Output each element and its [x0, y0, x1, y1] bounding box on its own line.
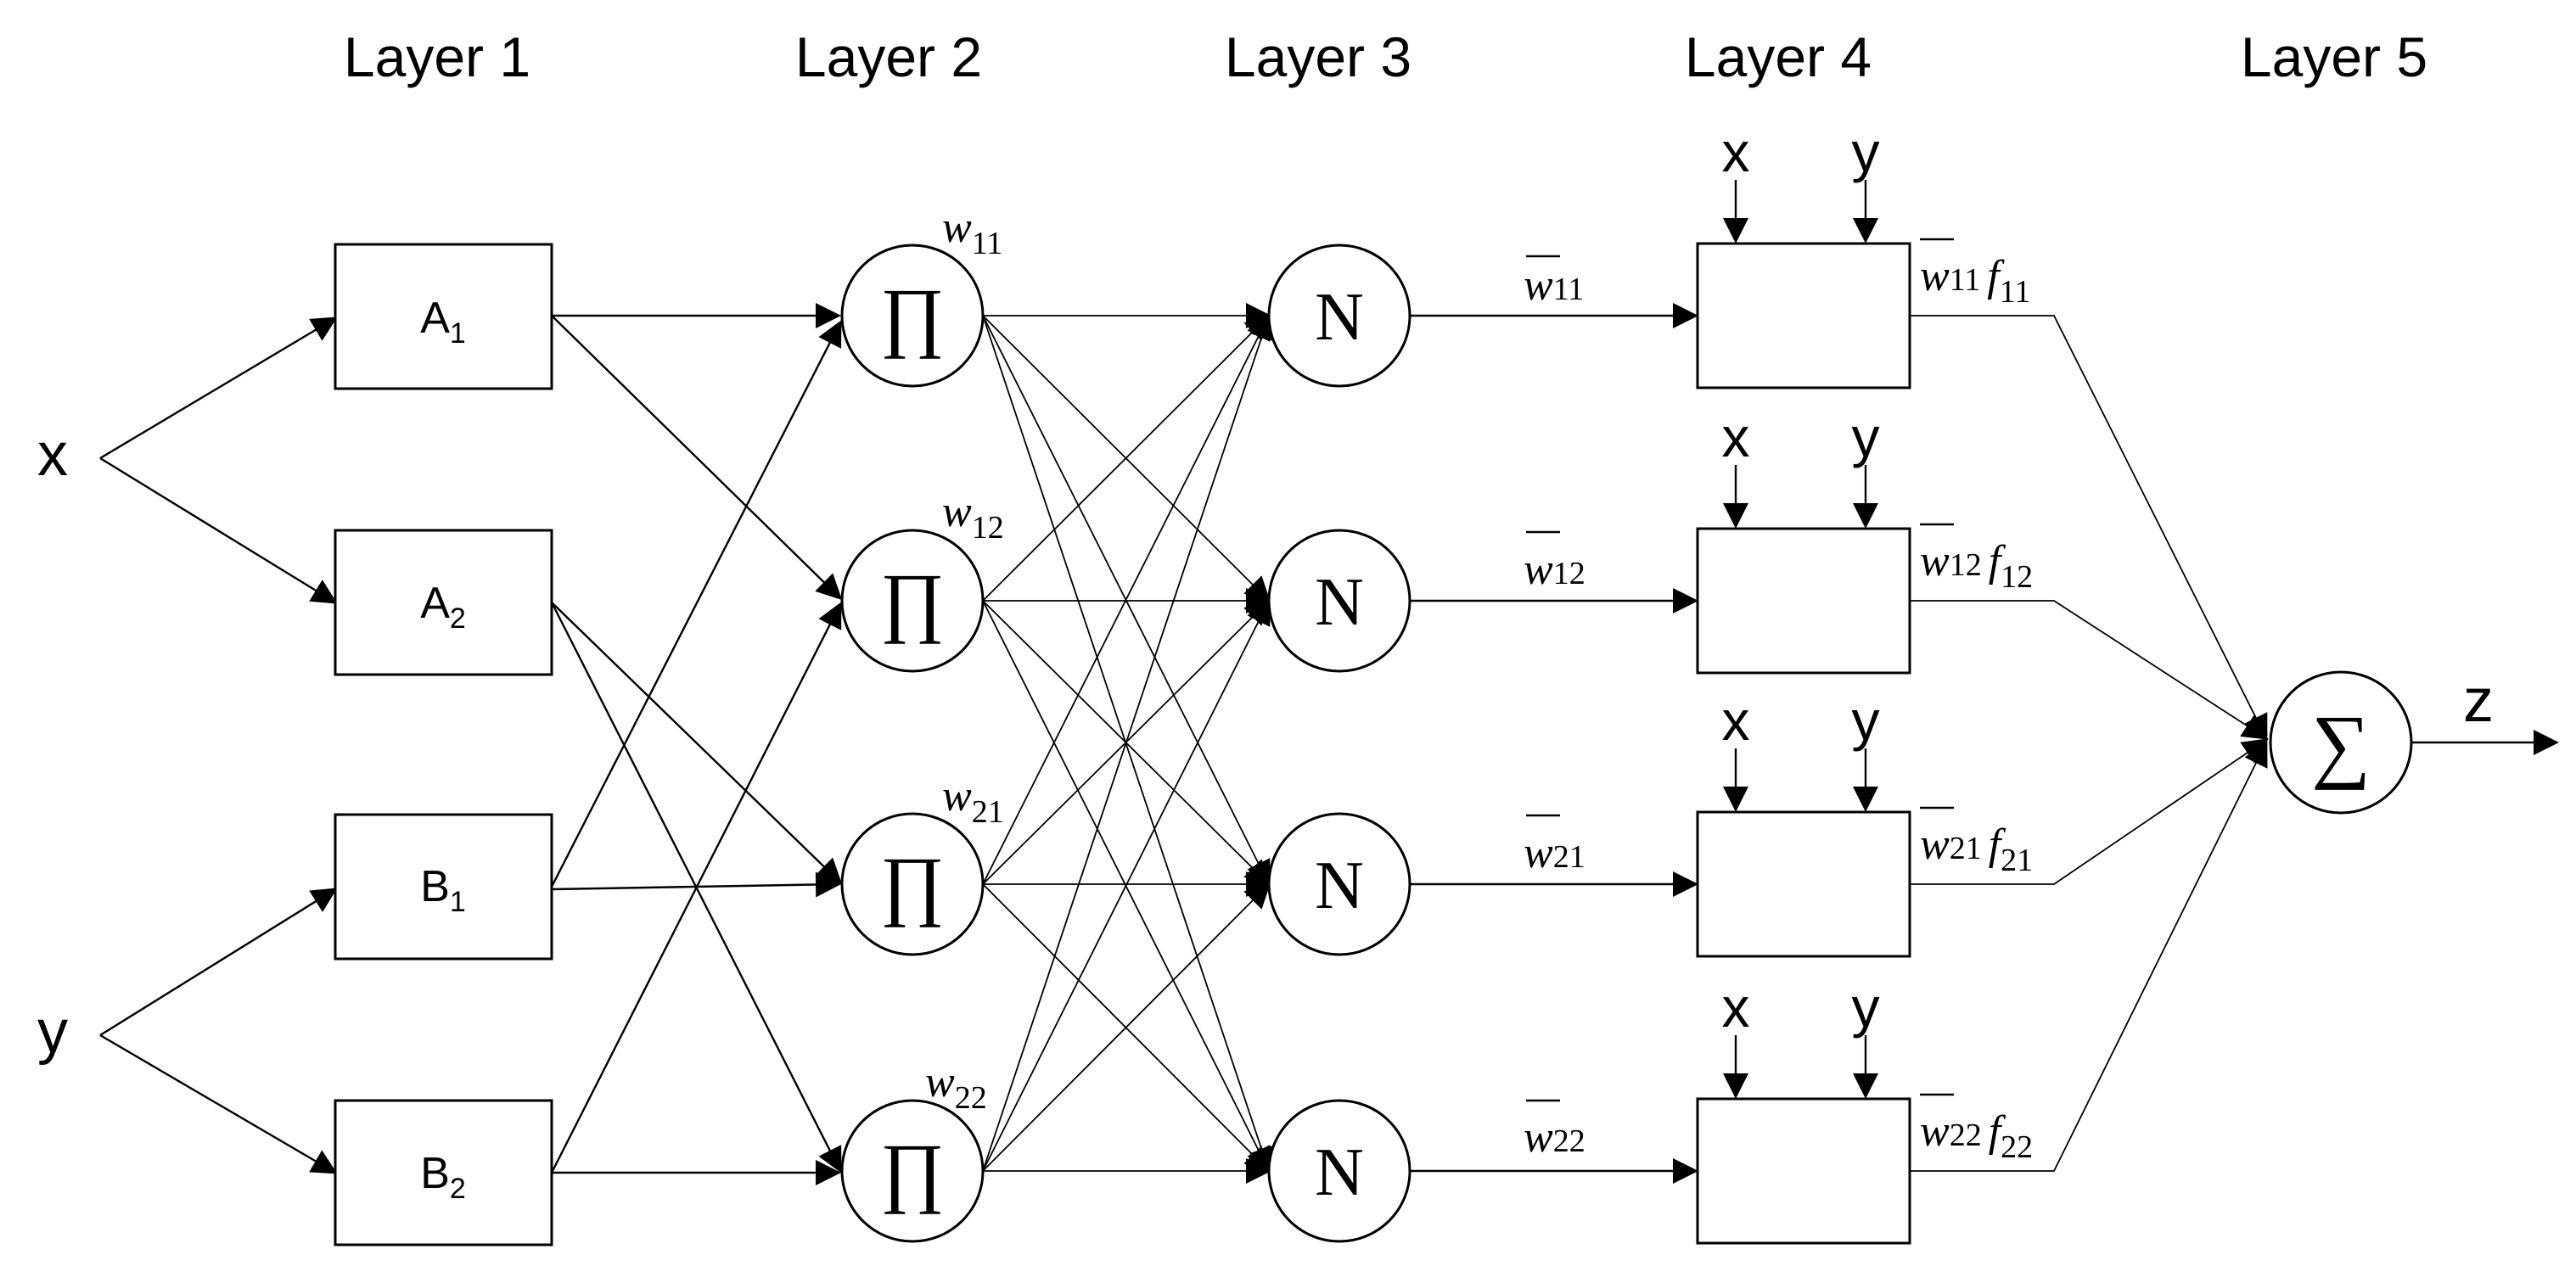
mesh-edge: [982, 313, 1274, 1172]
weight-label-22: w22: [925, 1058, 987, 1116]
output-z-label: z: [2463, 667, 2494, 735]
normalize-symbol: N: [1315, 565, 1364, 640]
product-node-11: ∏: [840, 244, 985, 388]
normalize-symbol: N: [1315, 849, 1364, 923]
layer-1-heading: Layer 1: [344, 25, 530, 88]
node-a1: A1: [334, 243, 553, 390]
node-a1-label: A: [420, 294, 450, 343]
svg-text:B2: B2: [420, 1149, 466, 1205]
node-b1: B1: [334, 813, 553, 961]
node-a2-subscript: 2: [450, 602, 466, 635]
product-node-22: ∏: [840, 1099, 985, 1243]
mesh-edge: [982, 313, 1271, 885]
node-b2: B2: [334, 1099, 553, 1246]
normalize-symbol: N: [1315, 280, 1364, 355]
normalize-node-22: N: [1267, 1099, 1411, 1243]
input-edges: [99, 316, 338, 1174]
consequent-input-y-label: y: [1852, 120, 1880, 183]
layer3-to-layer4-edges: [1411, 303, 1698, 1184]
summation-node: ∑: [2269, 670, 2413, 815]
input-x-label: x: [37, 421, 68, 489]
mesh-edge: [982, 598, 1271, 1172]
product-symbol: ∏: [880, 1128, 945, 1214]
layer1-to-layer2-edges: [550, 303, 843, 1185]
layer4-to-layer5-edges: [1910, 315, 2269, 1172]
mesh-edge: [982, 313, 1271, 602]
layer-2-heading: Layer 2: [795, 25, 982, 88]
consequent-input-x-label: x: [1722, 406, 1750, 468]
svg-text:B1: B1: [420, 862, 466, 918]
layer-5-heading: Layer 5: [2241, 25, 2427, 88]
product-symbol: ∏: [880, 557, 945, 644]
consequent-input-x-label: x: [1722, 976, 1750, 1039]
product-node-21: ∏: [840, 812, 985, 956]
product-symbol: ∏: [880, 841, 945, 927]
normalized-weight-label-22: w22: [1524, 1099, 1585, 1162]
normalize-node-11: N: [1267, 244, 1411, 388]
normalize-node-12: N: [1267, 529, 1411, 673]
node-b2-subscript: 2: [450, 1173, 466, 1205]
svg-text:A2: A2: [420, 579, 466, 635]
consequent-input-y-label: y: [1852, 689, 1880, 752]
normalize-node-21: N: [1267, 812, 1411, 956]
mesh-edge: [982, 882, 1271, 1172]
node-a2-label: A: [420, 579, 450, 628]
normalized-weight-label-11: w11: [1524, 255, 1584, 310]
input-y-label: y: [37, 998, 68, 1066]
weight-label-21: w21: [942, 772, 1004, 830]
normalized-weight-label-21: w21: [1524, 814, 1585, 877]
consequent-input-y-label: y: [1852, 406, 1880, 468]
summation-symbol: ∑: [2311, 699, 2371, 791]
consequent-input-x-label: x: [1722, 689, 1750, 752]
node-a2: A2: [334, 529, 553, 676]
normalize-symbol: N: [1315, 1135, 1364, 1210]
weight-label-11: w11: [942, 204, 1002, 261]
product-node-12: ∏: [840, 529, 985, 673]
svg-text:w22: w22: [1524, 1113, 1585, 1162]
node-b2-label: B: [420, 1149, 450, 1198]
consequent-input-y-label: y: [1852, 976, 1880, 1039]
node-a1-subscript: 1: [450, 317, 466, 350]
consequent-input-x-label: x: [1722, 120, 1750, 183]
layer-4-heading: Layer 4: [1685, 25, 1872, 88]
svg-text:w21: w21: [1524, 829, 1585, 877]
svg-text:w11: w11: [1524, 261, 1584, 310]
layer-3-heading: Layer 3: [1225, 25, 1411, 88]
svg-text:A1: A1: [420, 294, 466, 350]
node-b1-subscript: 1: [450, 886, 466, 918]
svg-text:w12: w12: [1524, 546, 1585, 594]
weight-label-12: w12: [942, 488, 1004, 546]
node-b1-label: B: [420, 862, 450, 911]
normalized-weight-label-12: w12: [1524, 530, 1585, 594]
product-symbol: ∏: [880, 272, 945, 359]
layer2-to-layer3-edges: [982, 303, 1274, 1184]
